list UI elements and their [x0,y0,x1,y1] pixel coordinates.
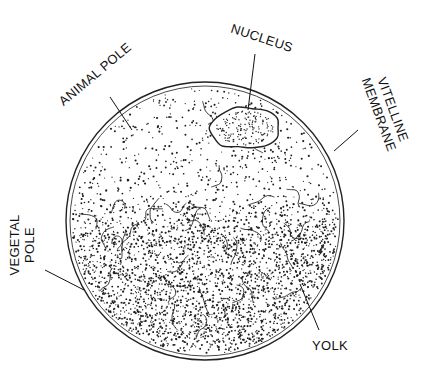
part-label: VITELLINE MEMBRANE [356,64,416,161]
part-label: YOLK [300,338,360,353]
nucleus-outline [209,107,278,148]
part-label: NUCLEUS [217,17,307,59]
egg-surface [70,86,340,356]
nucleus-chromatin [216,111,273,146]
leader-lines [45,54,358,330]
part-label: ANIMAL POLE [48,33,142,115]
yolk-strands [79,101,319,339]
vitelline-membrane [66,82,344,360]
part-label: VEGETAL POLE [7,210,37,280]
yolk-stipple [72,88,339,354]
